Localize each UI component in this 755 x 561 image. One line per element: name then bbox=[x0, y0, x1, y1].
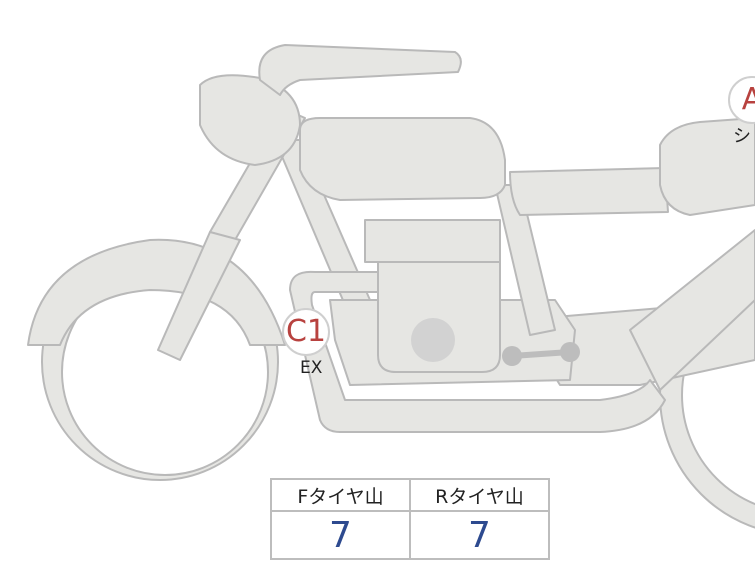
rear-frame bbox=[629, 229, 755, 391]
footpeg bbox=[502, 342, 580, 366]
rear-tire-value: 7 bbox=[409, 510, 550, 560]
front-tire-value: 7 bbox=[270, 510, 411, 560]
engine bbox=[364, 219, 501, 373]
label-a-caption: シ bbox=[733, 126, 751, 147]
front-tire-header: Fタイヤ山 bbox=[270, 478, 411, 512]
label-c1-badge[interactable]: C1 bbox=[282, 308, 330, 356]
seat bbox=[509, 167, 669, 216]
rear-tire-header: Rタイヤ山 bbox=[409, 478, 550, 512]
side-cover bbox=[659, 117, 755, 216]
exhaust-pipe bbox=[289, 270, 666, 433]
fuel-tank bbox=[299, 117, 506, 201]
label-c1-caption: EX bbox=[300, 358, 323, 378]
handlebar bbox=[258, 44, 462, 96]
front-fork-lower bbox=[157, 231, 241, 361]
tire-tread-table: Fタイヤ山 Rタイヤ山 7 7 bbox=[270, 478, 550, 560]
